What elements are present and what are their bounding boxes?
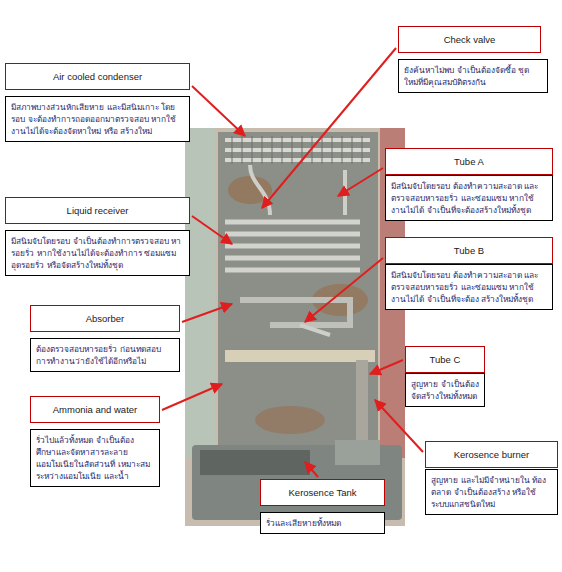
frame bbox=[225, 350, 375, 362]
part-name: Kerosence Tank bbox=[265, 487, 380, 498]
part-title-box: Liquid receiver bbox=[5, 197, 190, 224]
note-text: ต้องตรวจสอบหารอยรั่ว ก่อนทดสอบ การทำงานว… bbox=[36, 343, 174, 367]
leader-line bbox=[182, 304, 232, 322]
part-title-box: Ammonia and water bbox=[30, 396, 160, 423]
part-title-box: Absorber bbox=[30, 305, 180, 332]
note-text: รั่วและเสียหายทั้งหมด bbox=[266, 517, 379, 529]
part-title-box: Tube B bbox=[385, 237, 553, 264]
tank-opening bbox=[200, 450, 310, 475]
burner-tube bbox=[356, 360, 368, 445]
absorber bbox=[240, 300, 350, 325]
note-box: รั่วและเสียหายทั้งหมด bbox=[260, 512, 385, 534]
leader-line bbox=[370, 360, 403, 374]
part-title-box: Tube A bbox=[385, 148, 553, 175]
note-text: สูญหาย และไม่มีจำหน่ายใน ท้องตลาด จำเป็น… bbox=[431, 474, 552, 510]
note-box: สูญหาย และไม่มีจำหน่ายใน ท้องตลาด จำเป็น… bbox=[425, 469, 558, 515]
tube-b bbox=[300, 325, 330, 335]
part-title-box: Air cooled condenser bbox=[5, 63, 190, 90]
note-text: ยังค้นหาไม่พบ จำเป็นต้องจัดซื้อ ชุดใหม่ท… bbox=[404, 64, 542, 88]
leader-line bbox=[192, 86, 245, 136]
part-name: Absorber bbox=[35, 313, 175, 324]
note-text: มีสนิมจับโดยรอบ จำเป็นต้องทำการตรวจสอบ ห… bbox=[11, 235, 184, 271]
part-name: Air cooled condenser bbox=[10, 71, 185, 82]
leader-line bbox=[162, 384, 222, 410]
rust-patch bbox=[255, 406, 325, 434]
condenser-fins bbox=[232, 136, 362, 164]
part-name: Ammonia and water bbox=[35, 404, 155, 415]
note-text: สูญหาย จำเป็นต้อง จัดสร้างใหม่ทั้งหมด bbox=[411, 378, 479, 402]
note-text: มีสนิมจับโดยรอบ ต้องทำความสะอาด และ ตรวจ… bbox=[391, 180, 547, 216]
note-box: ยังค้นหาไม่พบ จำเป็นต้องจัดซื้อ ชุดใหม่ท… bbox=[398, 59, 548, 93]
note-box: รั่วไปแล้วทั้งหมด จำเป็นต้อง ศึกษาและจัด… bbox=[30, 429, 160, 487]
part-title-box: Tube C bbox=[405, 346, 485, 373]
leader-line bbox=[305, 258, 383, 322]
back-panel bbox=[218, 132, 378, 462]
part-name: Kerosence burner bbox=[430, 449, 553, 460]
wall bbox=[185, 128, 215, 458]
tube-a bbox=[250, 165, 270, 215]
part-name: Liquid receiver bbox=[10, 205, 185, 216]
receiver-coil bbox=[225, 222, 360, 270]
note-box: มีสนิมจับโดยรอบ จำเป็นต้องทำการตรวจสอบ ห… bbox=[5, 230, 190, 276]
part-title-box: Kerosence burner bbox=[425, 441, 558, 468]
leader-line bbox=[375, 400, 423, 452]
part-name: Check valve bbox=[403, 34, 536, 45]
note-box: มีสนิมจับโดยรอบ ต้องทำความสะอาด และตรวจส… bbox=[385, 264, 553, 310]
part-title-box: Kerosence Tank bbox=[260, 479, 385, 506]
condenser-coil bbox=[225, 140, 370, 160]
part-name: Tube C bbox=[410, 354, 480, 365]
note-text: มีสภาพบางส่วนหักเสียหาย และมีสนิมเกาะ โด… bbox=[11, 101, 184, 137]
note-box: มีสนิมจับโดยรอบ ต้องทำความสะอาด และ ตรวจ… bbox=[385, 175, 553, 221]
note-box: มีสภาพบางส่วนหักเสียหาย และมีสนิมเกาะ โด… bbox=[5, 96, 190, 142]
leader-line bbox=[305, 462, 318, 477]
part-name: Tube B bbox=[390, 245, 548, 256]
part-name: Tube A bbox=[390, 156, 548, 167]
leader-line bbox=[192, 216, 232, 244]
leader-line bbox=[262, 48, 396, 208]
photo-background bbox=[185, 128, 405, 526]
note-text: รั่วไปแล้วทั้งหมด จำเป็นต้อง ศึกษาและจัด… bbox=[36, 434, 154, 482]
leader-line bbox=[338, 168, 383, 196]
burner-base bbox=[335, 440, 380, 465]
part-title-box: Check valve bbox=[398, 26, 541, 53]
note-box: ต้องตรวจสอบหารอยรั่ว ก่อนทดสอบ การทำงานว… bbox=[30, 338, 180, 372]
note-box: สูญหาย จำเป็นต้อง จัดสร้างใหม่ทั้งหมด bbox=[405, 373, 485, 407]
note-text: มีสนิมจับโดยรอบ ต้องทำความสะอาด และตรวจส… bbox=[391, 269, 547, 305]
